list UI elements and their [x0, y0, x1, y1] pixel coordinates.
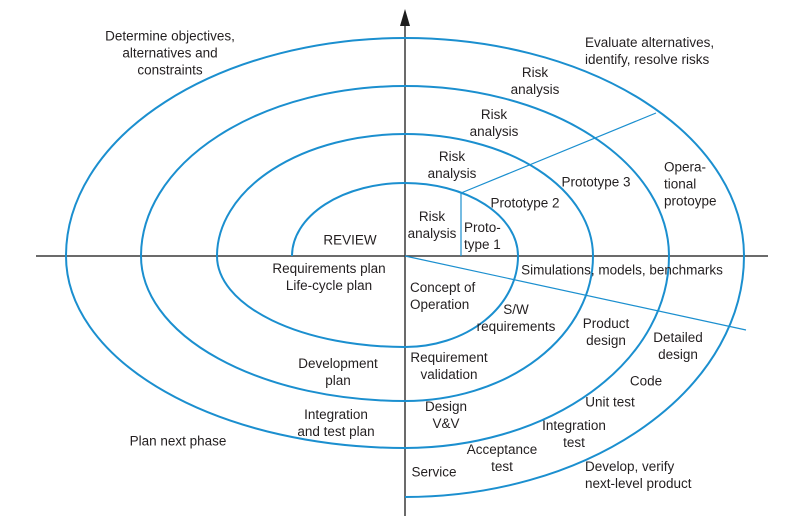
development-plan-label: Development plan — [298, 356, 378, 388]
requirements-lifecycle-plan-label: Requirements plan Life-cycle plan — [272, 261, 386, 293]
prototype-2-label: Prototype 2 — [490, 195, 560, 211]
integration-test-label: Integration test — [542, 418, 606, 450]
spiral-lower-left-arc-1 — [216, 255, 406, 348]
prototype-3-label: Prototype 3 — [561, 174, 631, 190]
spiral-lower-left-arc-2 — [140, 255, 406, 402]
unit-test-label: Unit test — [585, 394, 635, 410]
quadrant-label-develop-verify: Develop, verify next-level product — [585, 459, 692, 491]
quadrant-label-determine-objectives: Determine objectives, alternatives and c… — [105, 28, 235, 78]
simulations-divider-diagonal — [404, 255, 747, 331]
spiral-upper-arc-1 — [291, 182, 519, 257]
risk-analysis-label-1: Risk analysis — [407, 209, 457, 241]
quadrant-label-evaluate-alternatives: Evaluate alternatives, identify, resolve… — [585, 35, 715, 67]
simulations-label: Simulations, models, benchmarks — [521, 262, 723, 278]
spiral-lower-right-arc-1 — [404, 255, 519, 348]
risk-analysis-label-2: Risk analysis — [427, 149, 477, 181]
sw-requirements-label: S/W requirements — [476, 302, 556, 334]
review-label: REVIEW — [323, 232, 377, 248]
acceptance-test-label: Acceptance test — [466, 442, 538, 474]
spiral-upper-arc-2 — [216, 133, 594, 257]
product-design-label: Product design — [582, 316, 630, 348]
integration-test-plan-label: Integration and test plan — [297, 407, 375, 439]
spiral-lower-left-arc-3 — [65, 255, 406, 449]
vertical-axis-arrowhead — [400, 9, 410, 26]
spiral-lower-right-arc-3 — [404, 255, 670, 449]
prototype-1-label: Proto- type 1 — [464, 220, 501, 252]
spiral-upper-arc-4 — [65, 37, 745, 257]
operational-prototype-label: Opera- tional protoype — [664, 159, 717, 209]
requirement-validation-label: Requirement validation — [410, 350, 488, 382]
spiral-lower-right-arc-4 — [404, 255, 745, 498]
detailed-design-label: Detailed design — [653, 330, 703, 362]
spiral-upper-arc-3 — [140, 85, 670, 257]
quadrant-label-plan-next-phase: Plan next phase — [129, 433, 227, 449]
service-label: Service — [411, 464, 457, 480]
design-vv-label: Design V&V — [424, 399, 468, 431]
risk-analysis-label-4: Risk analysis — [510, 65, 560, 97]
concept-of-operation-label: Concept of Operation — [410, 280, 476, 312]
prototype-divider-diagonal — [460, 112, 657, 194]
code-label: Code — [629, 373, 663, 389]
risk-analysis-label-3: Risk analysis — [469, 107, 519, 139]
spiral-lower-right-arc-2 — [404, 255, 594, 402]
